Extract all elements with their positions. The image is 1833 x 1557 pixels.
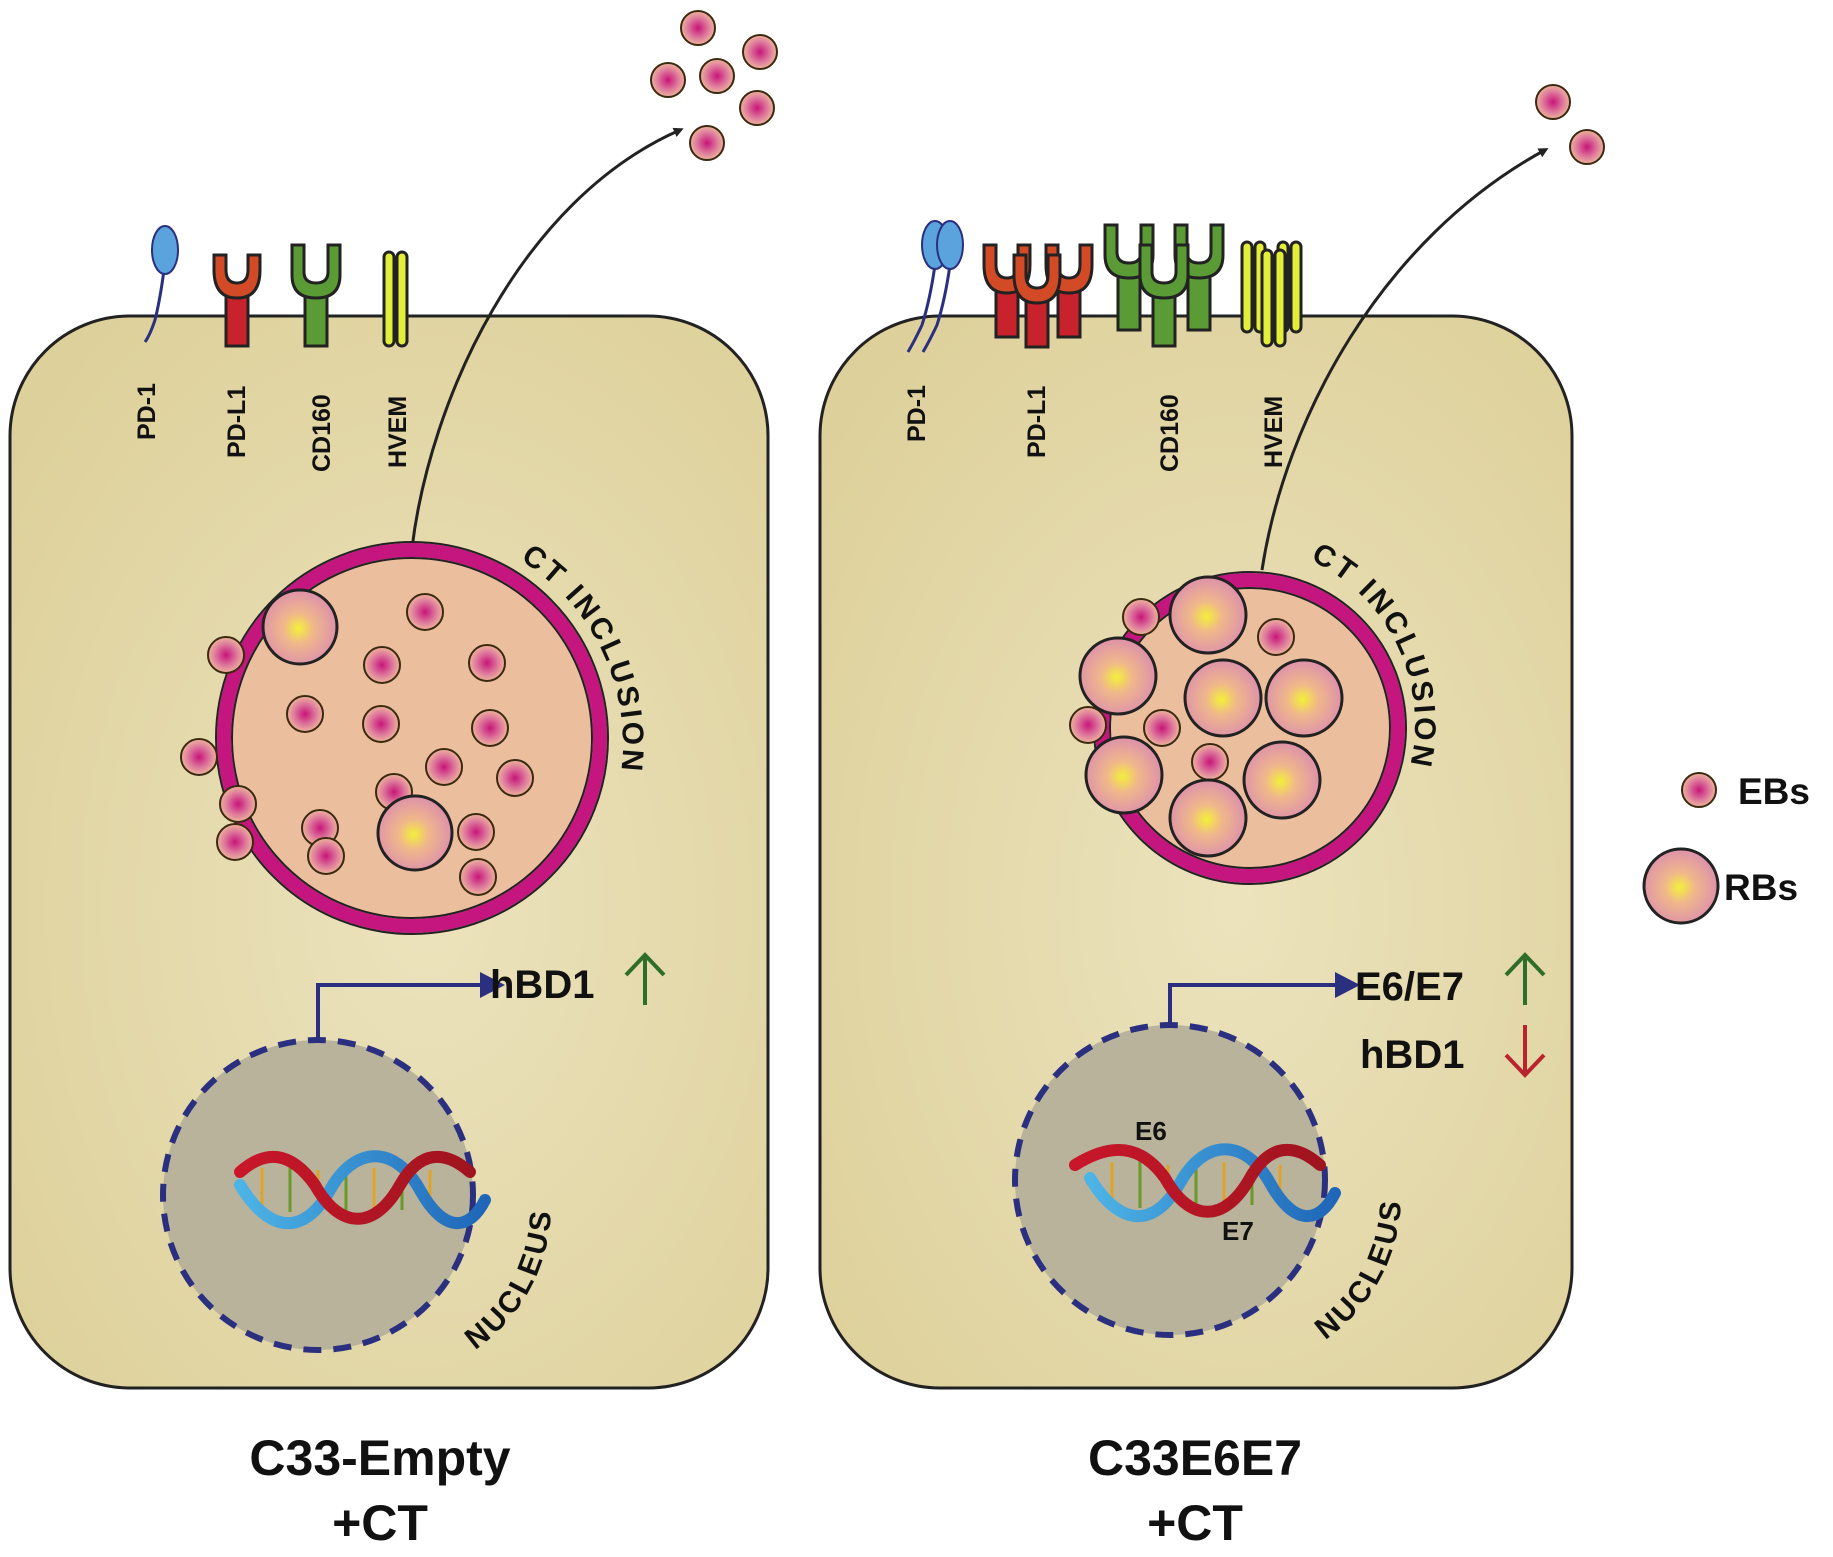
eb-icon xyxy=(1681,772,1717,808)
legend-eb-icon xyxy=(1681,772,1717,808)
right-dna-label-e7: E7 xyxy=(1222,1216,1254,1246)
eb-icon xyxy=(459,858,497,896)
eb-icon xyxy=(363,646,401,684)
pdl1-receptor-icon xyxy=(212,253,262,348)
eb-icon xyxy=(1257,618,1295,656)
left-gene-label: hBD1 xyxy=(490,963,594,1007)
right-caption-line2: +CT xyxy=(1147,1495,1243,1551)
rb-icon xyxy=(261,588,339,666)
left-pdl1-label: PD-L1 xyxy=(223,386,251,458)
pdl1-receptor-icon xyxy=(982,243,1094,349)
right-dna-icon xyxy=(1069,1143,1341,1223)
eb-icon xyxy=(650,62,686,98)
eb-icon xyxy=(207,636,245,674)
eb-icon xyxy=(216,823,254,861)
hvem-receptor-icon xyxy=(1240,240,1303,348)
rb-icon xyxy=(376,794,454,872)
eb-icon xyxy=(307,837,345,875)
eb-icon xyxy=(1069,706,1107,744)
left-caption-line2: +CT xyxy=(332,1495,428,1551)
right-receptors xyxy=(906,220,1303,353)
hvem-receptor-icon xyxy=(382,250,409,348)
eb-icon xyxy=(362,705,400,743)
left-promoter-arrowhead xyxy=(480,972,505,998)
eb-icon xyxy=(1569,129,1605,165)
rb-icon xyxy=(1078,636,1158,716)
left-promoter-arrow xyxy=(316,983,480,1050)
right-release-arrow xyxy=(1260,148,1549,571)
rb-icon xyxy=(1183,658,1263,738)
left-nucleus xyxy=(160,1037,491,1353)
eb-icon xyxy=(457,813,495,851)
right-gene2-label: hBD1 xyxy=(1360,1033,1464,1077)
eb-icon xyxy=(219,785,257,823)
legend-eb-label: EBs xyxy=(1738,771,1810,812)
right-hvem-label: HVEM xyxy=(1260,396,1288,468)
pd1-receptor-icon xyxy=(143,225,179,343)
left-cell: PD-1 PD-L1 CD160 HVEM CT INCLUSION hBD1 xyxy=(8,127,770,1551)
right-dna-label-e6: E6 xyxy=(1135,1116,1167,1146)
rb-icon xyxy=(1242,740,1322,820)
eb-icon xyxy=(406,593,444,631)
left-up-arrow-icon xyxy=(624,952,666,1005)
left-pd1-label: PD-1 xyxy=(133,383,161,440)
left-cd160-label: CD160 xyxy=(308,394,336,472)
left-dna-icon xyxy=(234,1150,491,1230)
rb-icon xyxy=(1084,735,1164,815)
eb-icon xyxy=(1122,598,1160,636)
right-gene1-label: E6/E7 xyxy=(1355,965,1464,1009)
eb-icon xyxy=(739,90,775,126)
cd160-receptor-icon xyxy=(1103,223,1225,348)
eb-icon xyxy=(496,759,534,797)
left-hvem-label: HVEM xyxy=(384,396,412,468)
eb-icon xyxy=(742,34,778,70)
cd160-receptor-icon xyxy=(290,243,342,348)
right-down-arrow-icon xyxy=(1504,1025,1546,1078)
eb-icon xyxy=(425,748,463,786)
eb-icon xyxy=(468,644,506,682)
pd1-receptor-icon xyxy=(906,220,964,353)
eb-icon xyxy=(689,125,725,161)
rb-icon xyxy=(1264,658,1344,738)
legend-rb-icon xyxy=(1642,847,1720,925)
rb-icon xyxy=(1168,778,1248,858)
right-pd1-label: PD-1 xyxy=(903,385,931,442)
right-ct-inclusion xyxy=(1069,571,1407,885)
right-promoter-arrowhead xyxy=(1335,972,1360,998)
left-caption-line1: C33-Empty xyxy=(249,1430,510,1486)
legend-rb-label: RBs xyxy=(1724,867,1798,908)
eb-icon xyxy=(680,10,716,46)
eb-icon xyxy=(286,695,324,733)
rb-icon xyxy=(1642,847,1720,925)
left-released-ebs xyxy=(650,10,778,161)
left-ct-inclusion xyxy=(180,541,609,935)
eb-icon xyxy=(471,709,509,747)
eb-icon xyxy=(180,738,218,776)
right-cell: PD-1 PD-L1 CD160 HVEM CT INCLUSION E6/E7… xyxy=(818,148,1574,1551)
eb-icon xyxy=(1143,709,1181,747)
left-release-arrow xyxy=(410,127,684,549)
eb-icon xyxy=(1535,84,1571,120)
right-pdl1-label: PD-L1 xyxy=(1023,386,1051,458)
right-cd160-label: CD160 xyxy=(1156,394,1184,472)
eb-icon xyxy=(1191,743,1229,781)
right-caption-line1: C33E6E7 xyxy=(1088,1430,1302,1486)
eb-icon xyxy=(699,58,735,94)
legend: EBs RBs xyxy=(1642,771,1810,925)
rb-icon xyxy=(1168,575,1248,655)
right-released-ebs xyxy=(1535,84,1605,165)
left-receptors xyxy=(143,225,409,348)
right-nucleus: E6 E7 xyxy=(1012,1022,1341,1338)
right-up-arrow-icon xyxy=(1504,952,1546,1005)
